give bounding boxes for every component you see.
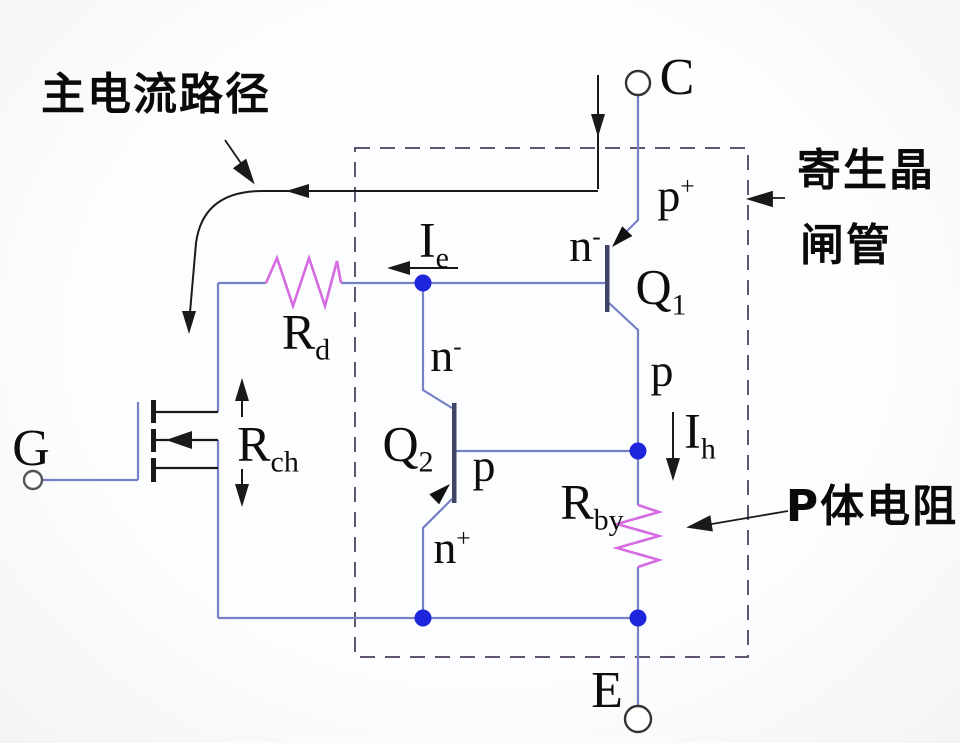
left-arrow-icon	[686, 515, 713, 532]
mosfet-channel-bar-bottom	[151, 458, 156, 482]
parasitic-thyristor-text1: 寄生晶	[797, 145, 935, 196]
rby-label: Rby	[560, 473, 624, 537]
down-arrow-icon	[591, 114, 605, 137]
q2-emitter-wire	[421, 498, 453, 618]
q1-collector-wire	[608, 302, 640, 451]
circuit-wires	[42, 95, 640, 706]
q1-base-bar	[605, 245, 610, 312]
emitter-terminal-circle	[623, 704, 653, 734]
up-arrow-icon	[235, 378, 249, 401]
n-minus-top-region-label: n-	[569, 220, 601, 271]
p-body-resistance-label: P体电阻	[786, 485, 958, 529]
mosfet-channel-bar-top	[151, 400, 156, 423]
p-plus-region-label: p+	[657, 170, 695, 221]
n-plus-region-label: n+	[433, 522, 471, 573]
ie-current-label: Ie	[419, 211, 449, 275]
main-current-path-label: 主电流路径	[41, 73, 271, 117]
mosfet-channel-bar-middle	[151, 429, 156, 452]
rd-label: Rd	[281, 303, 331, 367]
down-arrow-icon	[235, 484, 249, 507]
junction-dot	[629, 609, 647, 627]
down-right-arrow-icon	[232, 158, 255, 185]
main-current-path-curve	[188, 190, 598, 325]
gate-terminal-label: G	[12, 420, 50, 477]
terminal-circles	[22, 69, 653, 734]
q2-collector-wire	[421, 283, 453, 409]
q1-emitter-arrow-icon	[611, 226, 633, 247]
left-arrow-icon	[387, 261, 410, 275]
collector-terminal-circle	[624, 69, 652, 97]
junction-dots	[414, 274, 647, 627]
down-arrow-icon	[666, 458, 680, 481]
rch-double-arrow	[235, 378, 249, 507]
main-current-path-text: 主电流路径	[41, 69, 271, 120]
junction-dot	[629, 442, 647, 460]
q1-label: Q1	[635, 258, 687, 322]
q2-base-bar	[452, 403, 457, 503]
collector-wire	[615, 95, 640, 243]
p-body-resistance-text: P体电阻	[785, 481, 959, 532]
rd-resistor-symbol	[264, 253, 343, 311]
ih-current-label: Ih	[684, 402, 716, 466]
rch-label: Rch	[237, 415, 299, 479]
down-arrow-icon	[182, 311, 196, 334]
parasitic-thyristor-label-line2: 闸管	[800, 224, 892, 268]
junction-dot	[414, 274, 432, 292]
parasitic-thyristor-label-line1: 寄生晶	[797, 149, 935, 193]
collector-terminal-label: C	[659, 49, 695, 106]
ih-current-arrow	[666, 412, 680, 481]
q2-label: Q2	[382, 415, 434, 479]
gate-terminal-circle	[22, 469, 44, 491]
n-minus-mid-region-label: n-	[430, 330, 462, 381]
rby-resistor-symbol	[612, 503, 664, 569]
annotation-arrows	[224, 139, 789, 532]
emitter-terminal-label: E	[591, 662, 623, 719]
left-arrow-icon	[286, 184, 309, 198]
p-mid-region-label: p	[472, 440, 496, 491]
junction-dot	[414, 609, 432, 627]
p-top-region-label: p	[650, 345, 674, 396]
ie-current-arrow	[387, 261, 458, 275]
parasitic-thyristor-text2: 闸管	[800, 220, 892, 271]
q2-emitter-arrow-icon	[429, 484, 450, 505]
pbody-pointer-line	[705, 510, 789, 526]
mosfet-body-arrow-icon	[166, 431, 192, 449]
mosfet-symbol	[151, 400, 218, 482]
left-arrow-icon	[745, 190, 773, 208]
